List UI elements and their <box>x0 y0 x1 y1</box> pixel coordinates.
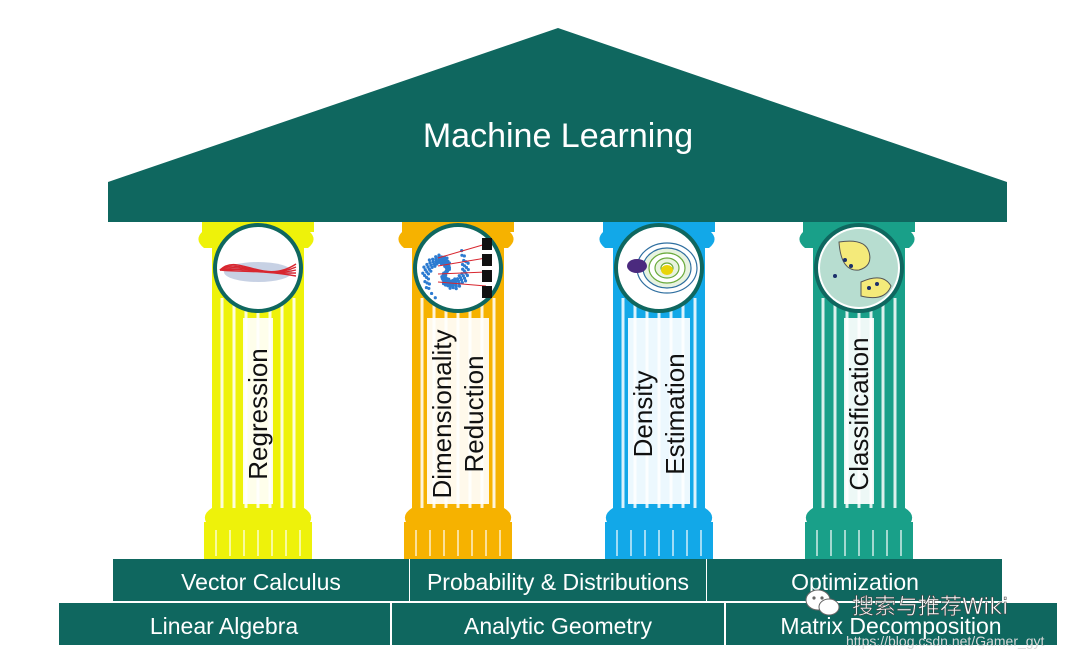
foundation-label-matrix-decomposition: Matrix Decomposition <box>780 613 1001 639</box>
foundation-block-linear-algebra <box>59 603 390 645</box>
pillar-label: Reduction <box>459 355 489 472</box>
foundation-block-analytic-geometry <box>392 603 724 645</box>
pillar-1: Regression <box>198 222 314 559</box>
dimensionality-reduction-plot-icon <box>413 223 503 313</box>
foundation-label-vector-calculus: Vector Calculus <box>181 569 341 595</box>
roof: Machine Learning <box>108 28 1007 222</box>
foundation: Vector Calculus Probability & Distributi… <box>59 559 1057 645</box>
pillar-label: Density <box>628 371 658 458</box>
foundation-label-optimization: Optimization <box>791 569 919 595</box>
foundation-label-linear-algebra: Linear Algebra <box>150 613 299 639</box>
density-contour-plot-icon <box>614 223 704 313</box>
watermark: 搜索与推荐Wiki https://blog.csdn.net/Gamer_gy… <box>805 589 1045 649</box>
foundation-block-optimization <box>707 559 1002 601</box>
foundation-block-matrix-decomposition <box>726 603 1057 645</box>
foundation-block-vector-calculus <box>113 559 409 601</box>
wechat-icon <box>805 589 840 616</box>
pillar-label: Classification <box>844 337 874 490</box>
regression-plot-icon <box>213 223 303 313</box>
foundation-label-analytic-geometry: Analytic Geometry <box>464 613 652 639</box>
pillar-4: Classification <box>799 222 915 559</box>
roof-triangle <box>108 28 1007 222</box>
pillar-label: Regression <box>243 348 273 480</box>
pillar-label: Estimation <box>660 353 690 474</box>
pillar-label: Dimensionality <box>427 329 457 498</box>
roof-title: Machine Learning <box>423 117 693 155</box>
foundation-block-probability <box>410 559 706 601</box>
classification-regions-plot-icon <box>814 223 904 313</box>
foundation-label-probability: Probability & Distributions <box>427 569 689 595</box>
watermark-account: 搜索与推荐Wiki <box>852 595 1008 620</box>
watermark-url: https://blog.csdn.net/Gamer_gyt <box>846 633 1045 649</box>
